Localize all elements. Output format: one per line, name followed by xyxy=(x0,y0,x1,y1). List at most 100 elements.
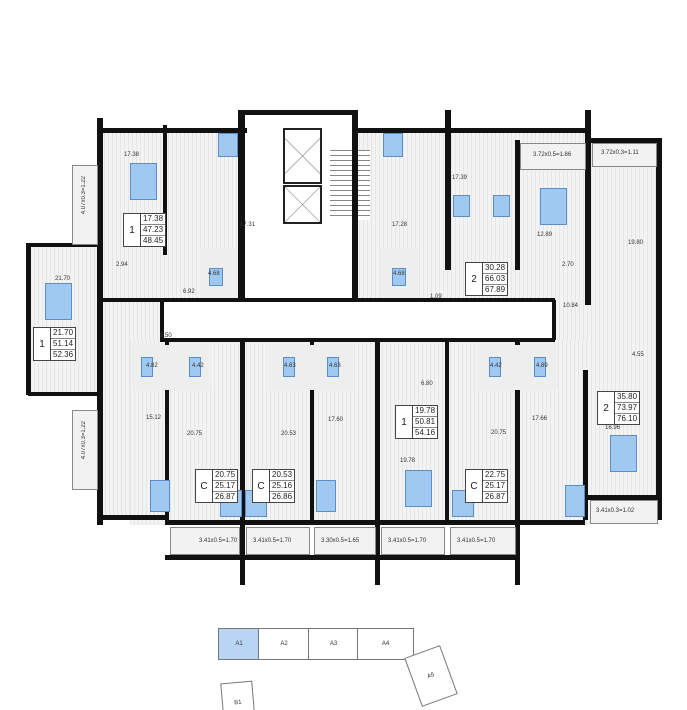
room-area: 4.68 xyxy=(208,271,220,277)
balcony-area: 4.07x0.3=1.22 xyxy=(81,176,87,215)
wall xyxy=(238,110,245,302)
section-label: B1 xyxy=(234,699,242,707)
balcony-area: 3.41x0.5=1.70 xyxy=(199,538,238,544)
section-label: A3 xyxy=(329,641,338,647)
living-area: 20.75 xyxy=(213,470,238,481)
total-area-with-balcony: 26.86 xyxy=(272,492,293,501)
apartment-type: C xyxy=(200,480,208,492)
wall xyxy=(97,300,103,525)
key-plan-section-a5[interactable]: A5 xyxy=(404,645,458,707)
balcony: 4.07x0.3=1.22 xyxy=(72,410,98,490)
room-area: 6.92 xyxy=(183,289,195,295)
balcony-area: 3.30x0.5=1.65 xyxy=(321,538,360,544)
room-area: 17.60 xyxy=(328,417,344,423)
bed-icon xyxy=(405,470,432,507)
wall xyxy=(375,340,380,585)
living-area: 20.53 xyxy=(270,470,295,481)
room-area: 10.84 xyxy=(563,303,579,309)
wall xyxy=(165,555,520,560)
balcony: 3.41x0.5=1.70 xyxy=(246,527,310,555)
wall xyxy=(515,340,520,585)
balcony: 3.30x0.5=1.65 xyxy=(314,527,376,555)
apartment-2-floor[interactable] xyxy=(30,245,100,395)
bathtub-icon xyxy=(534,357,546,377)
total-area-with-balcony: 67.89 xyxy=(485,285,506,294)
wall xyxy=(445,340,449,525)
living-area: 35.80 xyxy=(615,392,640,403)
room-area: 20.75 xyxy=(491,430,507,436)
section-label: A5 xyxy=(426,671,436,681)
balcony-area: 3.72x0.3=1.11 xyxy=(601,150,639,156)
balcony-area: 3.41x0.3=1.02 xyxy=(596,508,635,514)
balcony: 3.41x0.3=1.02 xyxy=(590,500,658,524)
wall xyxy=(165,340,169,525)
wall xyxy=(163,125,167,255)
room-area: 15.12 xyxy=(146,415,162,421)
total-area: 25.16 xyxy=(270,481,295,492)
wall xyxy=(240,340,245,585)
balcony: 3.41x0.5=1.70 xyxy=(381,527,445,555)
wall xyxy=(585,138,660,143)
sofa-icon xyxy=(383,133,403,157)
room-area: 19.80 xyxy=(628,240,644,246)
wall xyxy=(585,110,591,305)
wall xyxy=(28,243,100,247)
wall xyxy=(352,110,358,302)
wall xyxy=(583,370,588,520)
room-area: 4.42 xyxy=(490,363,502,369)
total-area: 51.14 xyxy=(51,339,76,350)
wall xyxy=(445,110,451,270)
key-plan-section-a2[interactable]: A2 xyxy=(258,628,310,660)
room-area: 4.89 xyxy=(536,363,548,369)
living-area: 17.38 xyxy=(141,214,166,225)
balcony-area: 3.41x0.5=1.70 xyxy=(388,538,427,544)
total-area-with-balcony: 26.87 xyxy=(485,492,506,501)
wall xyxy=(97,128,247,133)
room-area: 17.28 xyxy=(392,222,408,228)
wall xyxy=(26,243,31,395)
room-area: 17.31 xyxy=(240,222,256,228)
room-area: 17.39 xyxy=(452,175,468,181)
bed-icon xyxy=(45,283,72,320)
room-area: 4.42 xyxy=(192,363,204,369)
room-area: 12.89 xyxy=(537,232,553,238)
total-area: 50.81 xyxy=(413,417,438,428)
living-area: 21.70 xyxy=(51,328,76,339)
room-area: 21.70 xyxy=(55,276,71,282)
living-area: 19.78 xyxy=(413,406,438,417)
apartment-type: 1 xyxy=(39,338,45,350)
room-area: 4.82 xyxy=(146,363,158,369)
corridor[interactable] xyxy=(162,302,555,338)
total-area-with-balcony: 26.87 xyxy=(215,492,236,501)
room-area: 19.78 xyxy=(400,458,416,464)
bathtub-icon xyxy=(283,357,295,377)
room-area: 20.75 xyxy=(187,431,203,437)
balcony: 4.07x0.3=1.22 xyxy=(72,165,98,245)
bed-icon xyxy=(493,195,510,217)
wall xyxy=(28,392,100,396)
room-area: 1.09 xyxy=(430,294,442,300)
key-plan-section-a3[interactable]: A3 xyxy=(308,628,359,660)
room-area: 2.70 xyxy=(562,262,574,268)
room-area: 17.66 xyxy=(532,416,548,422)
key-plan-section-b1[interactable]: B1 xyxy=(220,680,256,710)
key-plan-section-a4[interactable]: A4 xyxy=(357,628,414,660)
room-area: 2.94 xyxy=(116,262,128,268)
room-area: 4.68 xyxy=(393,271,405,277)
balcony: 3.72x0.5=1.86 xyxy=(520,143,586,170)
key-plan-section-a1[interactable]: A1 xyxy=(218,628,260,660)
total-area-with-balcony: 76.10 xyxy=(617,414,638,423)
living-area: 30.28 xyxy=(483,263,508,274)
bed-icon xyxy=(610,435,637,472)
shower-icon xyxy=(209,268,223,286)
apartment-type: 2 xyxy=(471,273,477,285)
